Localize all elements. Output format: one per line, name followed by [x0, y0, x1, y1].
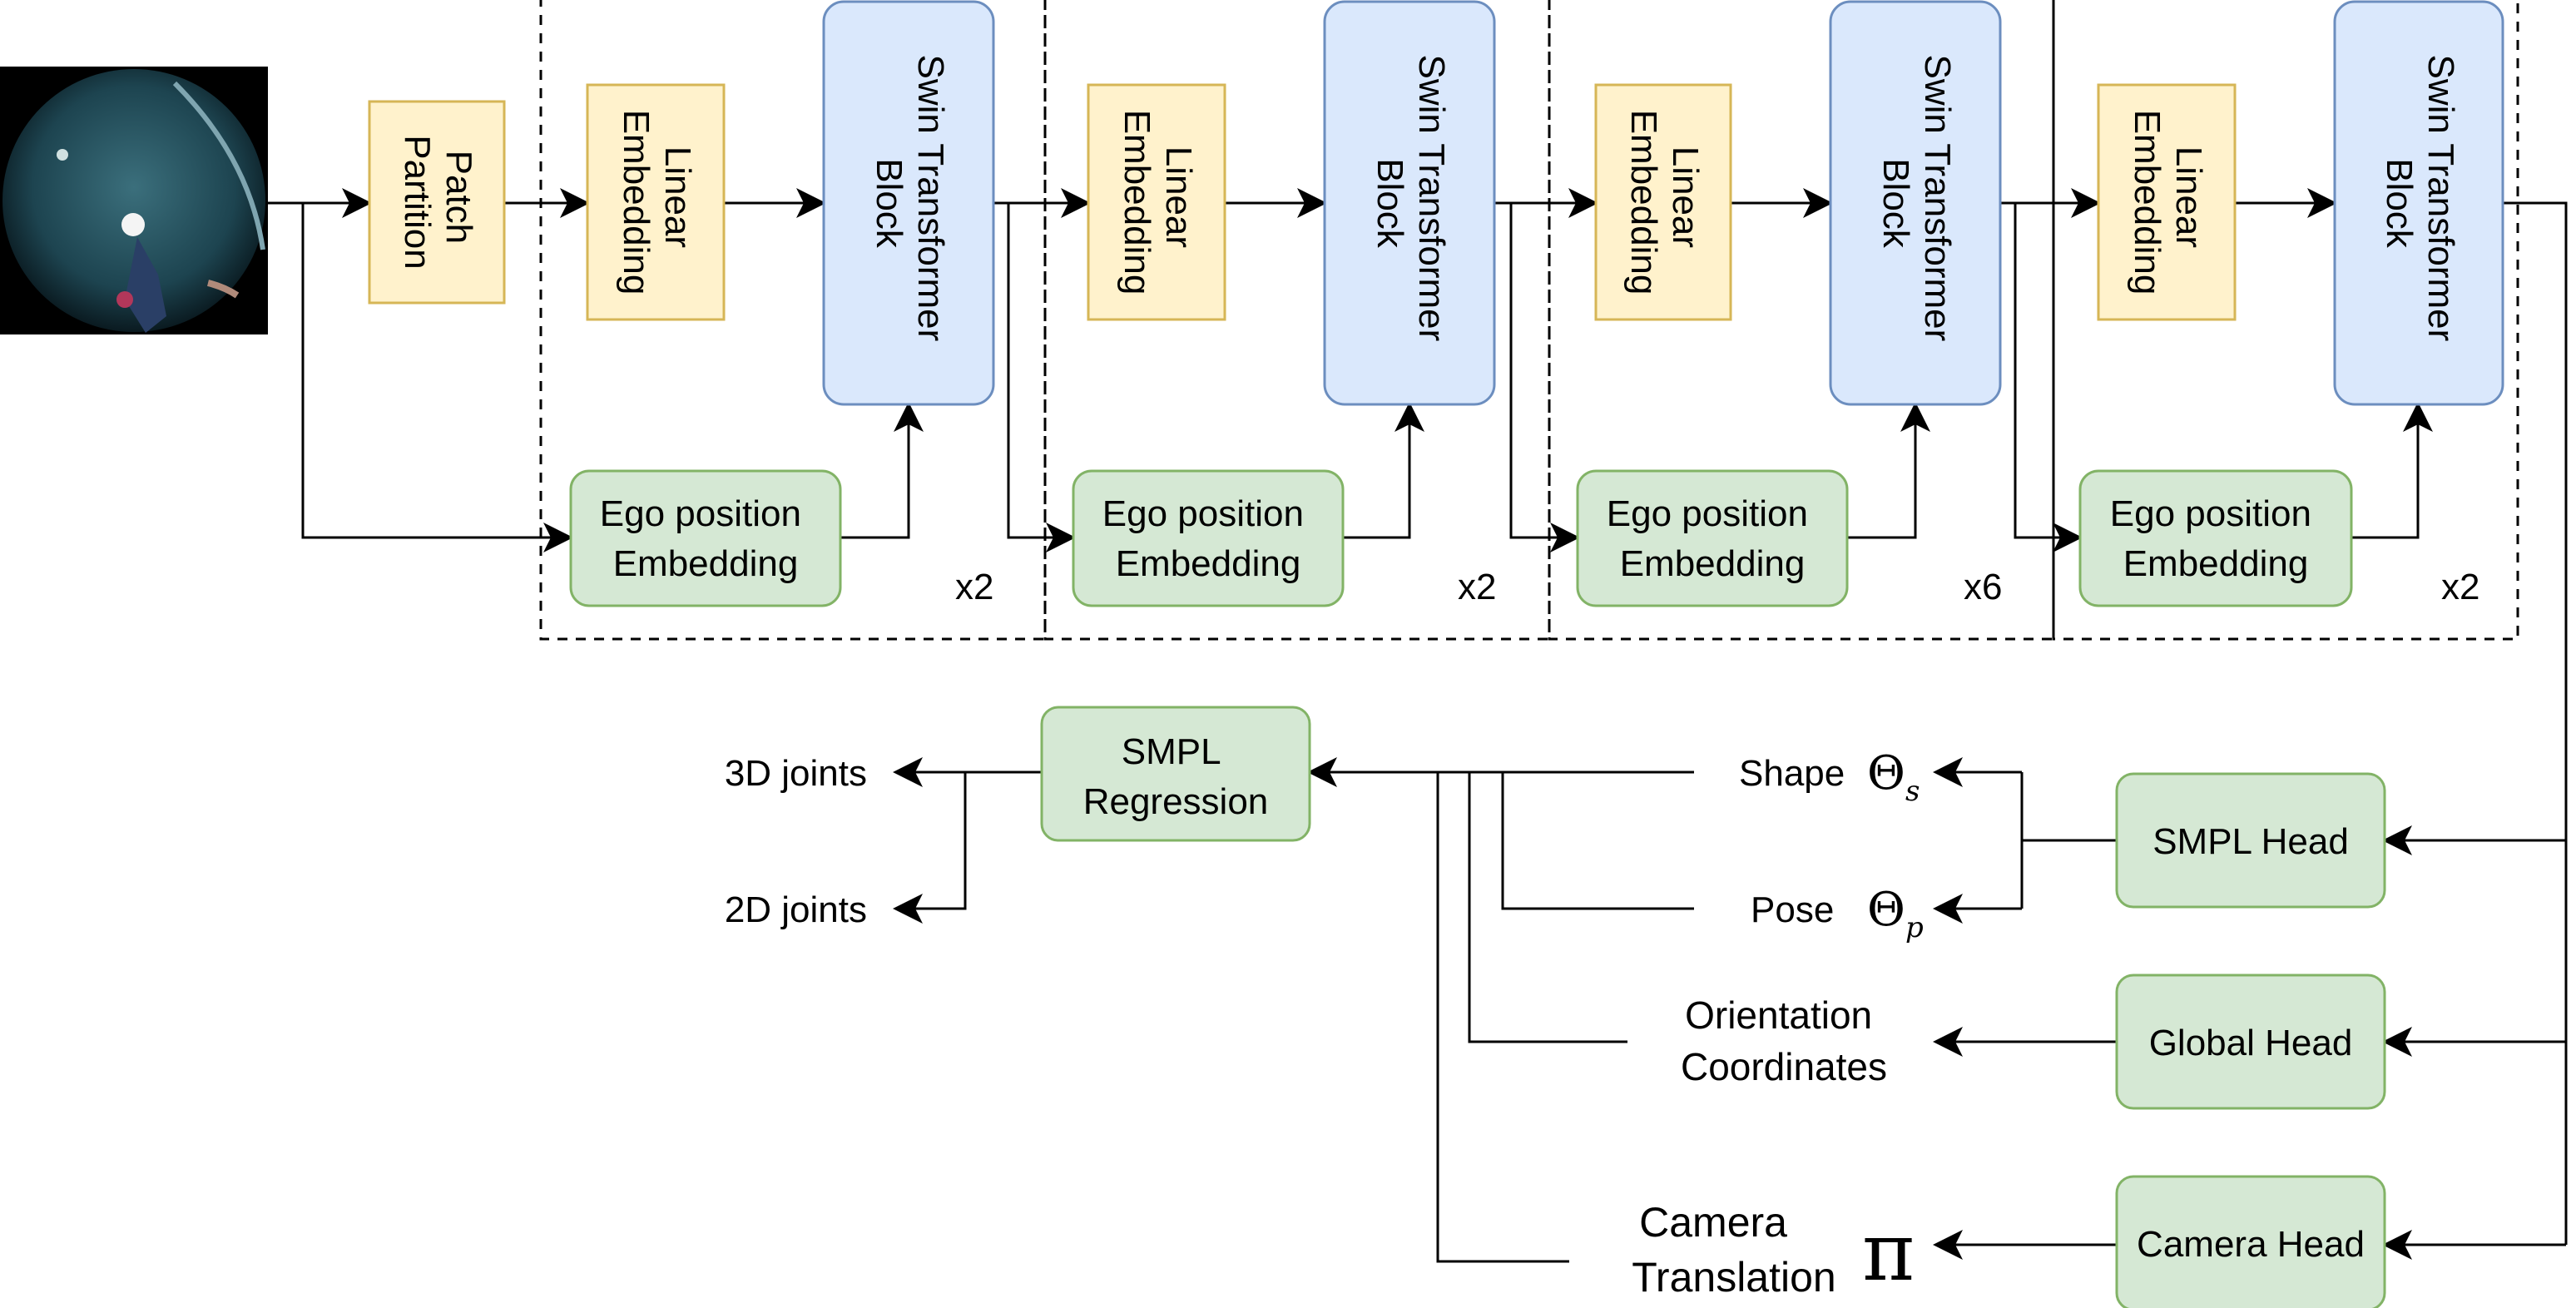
ego-embedding-label: Ego position	[2110, 493, 2311, 534]
ego-embedding-label: Embedding	[1116, 543, 1301, 584]
shape-theta-symbol: Θ	[1867, 746, 1905, 800]
global-head-label: Global Head	[2149, 1023, 2353, 1063]
svg-text:Swin Transformer Block: Swin Transformer Block	[2379, 55, 2461, 352]
camera-head-block: Camera Head	[2115, 1175, 2386, 1308]
linear-embedding-label: Linear	[1665, 146, 1706, 248]
svg-text:Linear Embedding: Linear Embedding	[1117, 110, 1199, 295]
shape-label: Shape	[1739, 753, 1845, 794]
smpl-regression-label: SMPL	[1122, 731, 1221, 772]
smpl-regression-block: SMPL Regression	[1040, 706, 1311, 842]
linear-embedding-label: Embedding	[2127, 110, 2167, 295]
repeat-count-label: x6	[1964, 567, 2002, 607]
orientation-label: Orientation	[1685, 993, 1872, 1037]
shape-subscript: s	[1905, 775, 1920, 808]
linear-embedding-label: Linear	[2168, 146, 2209, 248]
camera-head-label: Camera Head	[2137, 1224, 2365, 1265]
ego-embedding-label: Ego position	[1102, 493, 1304, 534]
linear-embedding-label: Linear	[1158, 146, 1199, 248]
ego-embedding-label: Embedding	[613, 543, 799, 584]
svg-text:Linear Embedding: Linear Embedding	[1623, 110, 1706, 295]
svg-text:Ego position Embedding: Ego position Embedding	[600, 493, 811, 584]
encoder-connectors	[268, 188, 2568, 1245]
svg-text:Swin Transformer Block: Swin Transformer Block	[1875, 55, 1958, 352]
svg-text:Ego position Embedding: Ego position Embedding	[1102, 493, 1314, 584]
repeat-count-label: x2	[955, 567, 993, 607]
ego-embedding-label: Ego position	[600, 493, 801, 534]
stage-3: Linear Embedding Swin Transformer Block …	[1576, 0, 2002, 607]
input-image-icon	[0, 67, 268, 334]
stage-2: Linear Embedding Swin Transformer Block …	[1072, 0, 1496, 607]
svg-text:Swin Transformer Block: Swin Transformer Block	[1370, 55, 1452, 352]
repeat-count-label: x2	[2441, 567, 2479, 607]
swin-block-label: Block	[1875, 158, 1916, 249]
svg-text:Ego position Embedding: Ego position Embedding	[1607, 493, 1818, 584]
stage-containers	[539, 0, 2519, 641]
swin-block-label: Block	[2379, 158, 2420, 249]
joints-3d-label: 3D joints	[725, 753, 867, 794]
stage-4-container	[2052, 0, 2519, 641]
ego-embedding-label: Embedding	[1620, 543, 1806, 584]
stage-1: Linear Embedding Swin Transformer Block …	[569, 0, 995, 607]
svg-text:Linear Embedding: Linear Embedding	[2127, 110, 2209, 295]
linear-embedding-label: Embedding	[1117, 110, 1157, 295]
linear-embedding-label: Embedding	[1623, 110, 1664, 295]
stage-4: Linear Embedding Swin Transformer Block …	[2078, 0, 2504, 607]
swin-block-label: Swin Transformer	[1917, 55, 1958, 342]
orientation-label: Coordinates	[1681, 1045, 1887, 1088]
global-head-block: Global Head	[2115, 974, 2386, 1110]
patch-partition-line2: Partition	[397, 135, 438, 269]
svg-text:Camera Translation: Camera Translation	[1632, 1199, 1835, 1301]
camera-translation-label: Translation	[1632, 1254, 1835, 1301]
svg-text:SMPL Regression: SMPL Regression	[1083, 731, 1269, 822]
svg-text:Orientation Coordinates: Orientation Coordinates	[1681, 993, 1887, 1088]
head-connectors	[893, 757, 2566, 1263]
patch-partition-block: Patch Partition	[368, 100, 506, 305]
swin-block-label: Swin Transformer	[910, 55, 951, 342]
stage-3-container	[1548, 0, 2055, 641]
repeat-count-label: x2	[1458, 567, 1496, 607]
smpl-regression-label: Regression	[1083, 781, 1269, 822]
svg-text:Linear Embedding: Linear Embedding	[616, 110, 698, 295]
pose-theta-symbol: Θ	[1867, 883, 1905, 937]
camera-pi-symbol: π	[1862, 1206, 1915, 1299]
patch-partition-line1: Patch	[438, 151, 479, 245]
pose-label: Pose	[1751, 889, 1834, 930]
pose-subscript: p	[1905, 911, 1924, 944]
smpl-head-block: SMPL Head	[2115, 772, 2386, 909]
camera-translation-label: Camera	[1639, 1199, 1787, 1246]
svg-text:Swin Transformer Block: Swin Transformer Block	[869, 55, 951, 352]
ego-embedding-label: Ego position	[1607, 493, 1808, 534]
swin-block-label: Swin Transformer	[2420, 55, 2461, 342]
swin-block-label: Block	[1370, 158, 1410, 249]
svg-text:Ego position Embedding: Ego position Embedding	[2110, 493, 2321, 584]
swin-block-label: Swin Transformer	[1411, 55, 1452, 342]
linear-embedding-label: Embedding	[616, 110, 656, 295]
smpl-head-label: SMPL Head	[2152, 821, 2349, 862]
linear-embedding-label: Linear	[657, 146, 698, 248]
joints-2d-label: 2D joints	[725, 889, 867, 930]
ego-embedding-label: Embedding	[2123, 543, 2309, 584]
svg-text:Patch Partition: Patch Partition	[397, 135, 479, 269]
swin-block-label: Block	[869, 158, 909, 249]
